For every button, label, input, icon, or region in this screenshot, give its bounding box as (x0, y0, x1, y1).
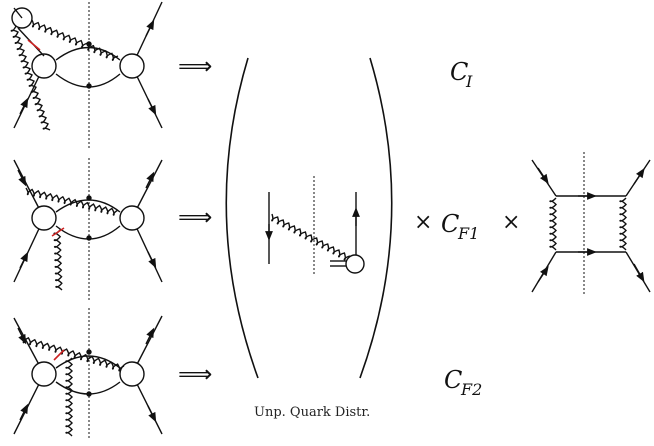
quark-arrow (145, 171, 155, 189)
quark-arrow (17, 169, 27, 187)
implies-arrow: ⟹ (178, 203, 212, 231)
times-sign: × (502, 210, 520, 235)
gluon-line (271, 213, 351, 261)
quark-arrow (19, 403, 29, 421)
quark-arrow (19, 97, 29, 115)
quark-arrow (633, 167, 645, 185)
implies-arrow: ⟹ (178, 52, 212, 80)
blob (119, 205, 145, 231)
implies-arrow: ⟹ (178, 360, 212, 388)
right-paren (359, 57, 393, 379)
quark-arrow (145, 327, 155, 345)
gluon-line (10, 25, 51, 131)
quark-arrow (19, 251, 29, 269)
blob (119, 53, 145, 79)
blob (345, 254, 365, 274)
svg-text:F2: F2 (460, 380, 482, 399)
propagator (55, 355, 121, 369)
label-c-f1: C F1 (441, 210, 479, 243)
quark-arrow (145, 19, 155, 37)
blob (31, 205, 57, 231)
vertex (86, 391, 92, 397)
quark-arrow (537, 265, 549, 283)
vertex (86, 235, 92, 241)
svg-text:C: C (444, 366, 462, 394)
red-cut-mark (53, 349, 65, 361)
gluon-line (31, 19, 119, 61)
svg-text:C: C (441, 210, 459, 238)
caption: Unp. Quark Distr. (254, 405, 370, 420)
quark-arrow (537, 167, 549, 185)
blob (31, 361, 57, 387)
label-c-i: C I (450, 58, 473, 91)
vertex (86, 349, 92, 355)
gluon-line (619, 197, 627, 251)
gluon-line (25, 187, 119, 216)
box-diagram (531, 152, 651, 296)
label-c-f2: C F2 (444, 366, 482, 399)
diagram-2 (13, 158, 163, 300)
quark-distribution-diagram (265, 176, 365, 274)
diagram-3 (13, 308, 163, 440)
diagram-1 (10, 1, 163, 150)
quark-arrow (147, 251, 157, 269)
svg-text:F1: F1 (457, 224, 479, 243)
gluon-line (65, 357, 73, 437)
gluon-line (53, 229, 63, 291)
svg-text:I: I (465, 72, 473, 91)
gluon-line (21, 335, 125, 372)
blob (31, 53, 57, 79)
red-cut-mark (51, 227, 65, 237)
gluon-line (549, 197, 557, 251)
quark-arrow (147, 405, 157, 423)
quark-arrow (147, 98, 157, 116)
left-paren (225, 57, 259, 379)
vertex (86, 195, 92, 201)
red-cut-mark (27, 39, 41, 51)
vertex (86, 83, 92, 89)
blob (119, 361, 145, 387)
svg-text:C: C (450, 58, 468, 86)
times-sign: × (414, 210, 432, 235)
quark-arrow (633, 263, 645, 283)
quark-leg (13, 7, 23, 19)
